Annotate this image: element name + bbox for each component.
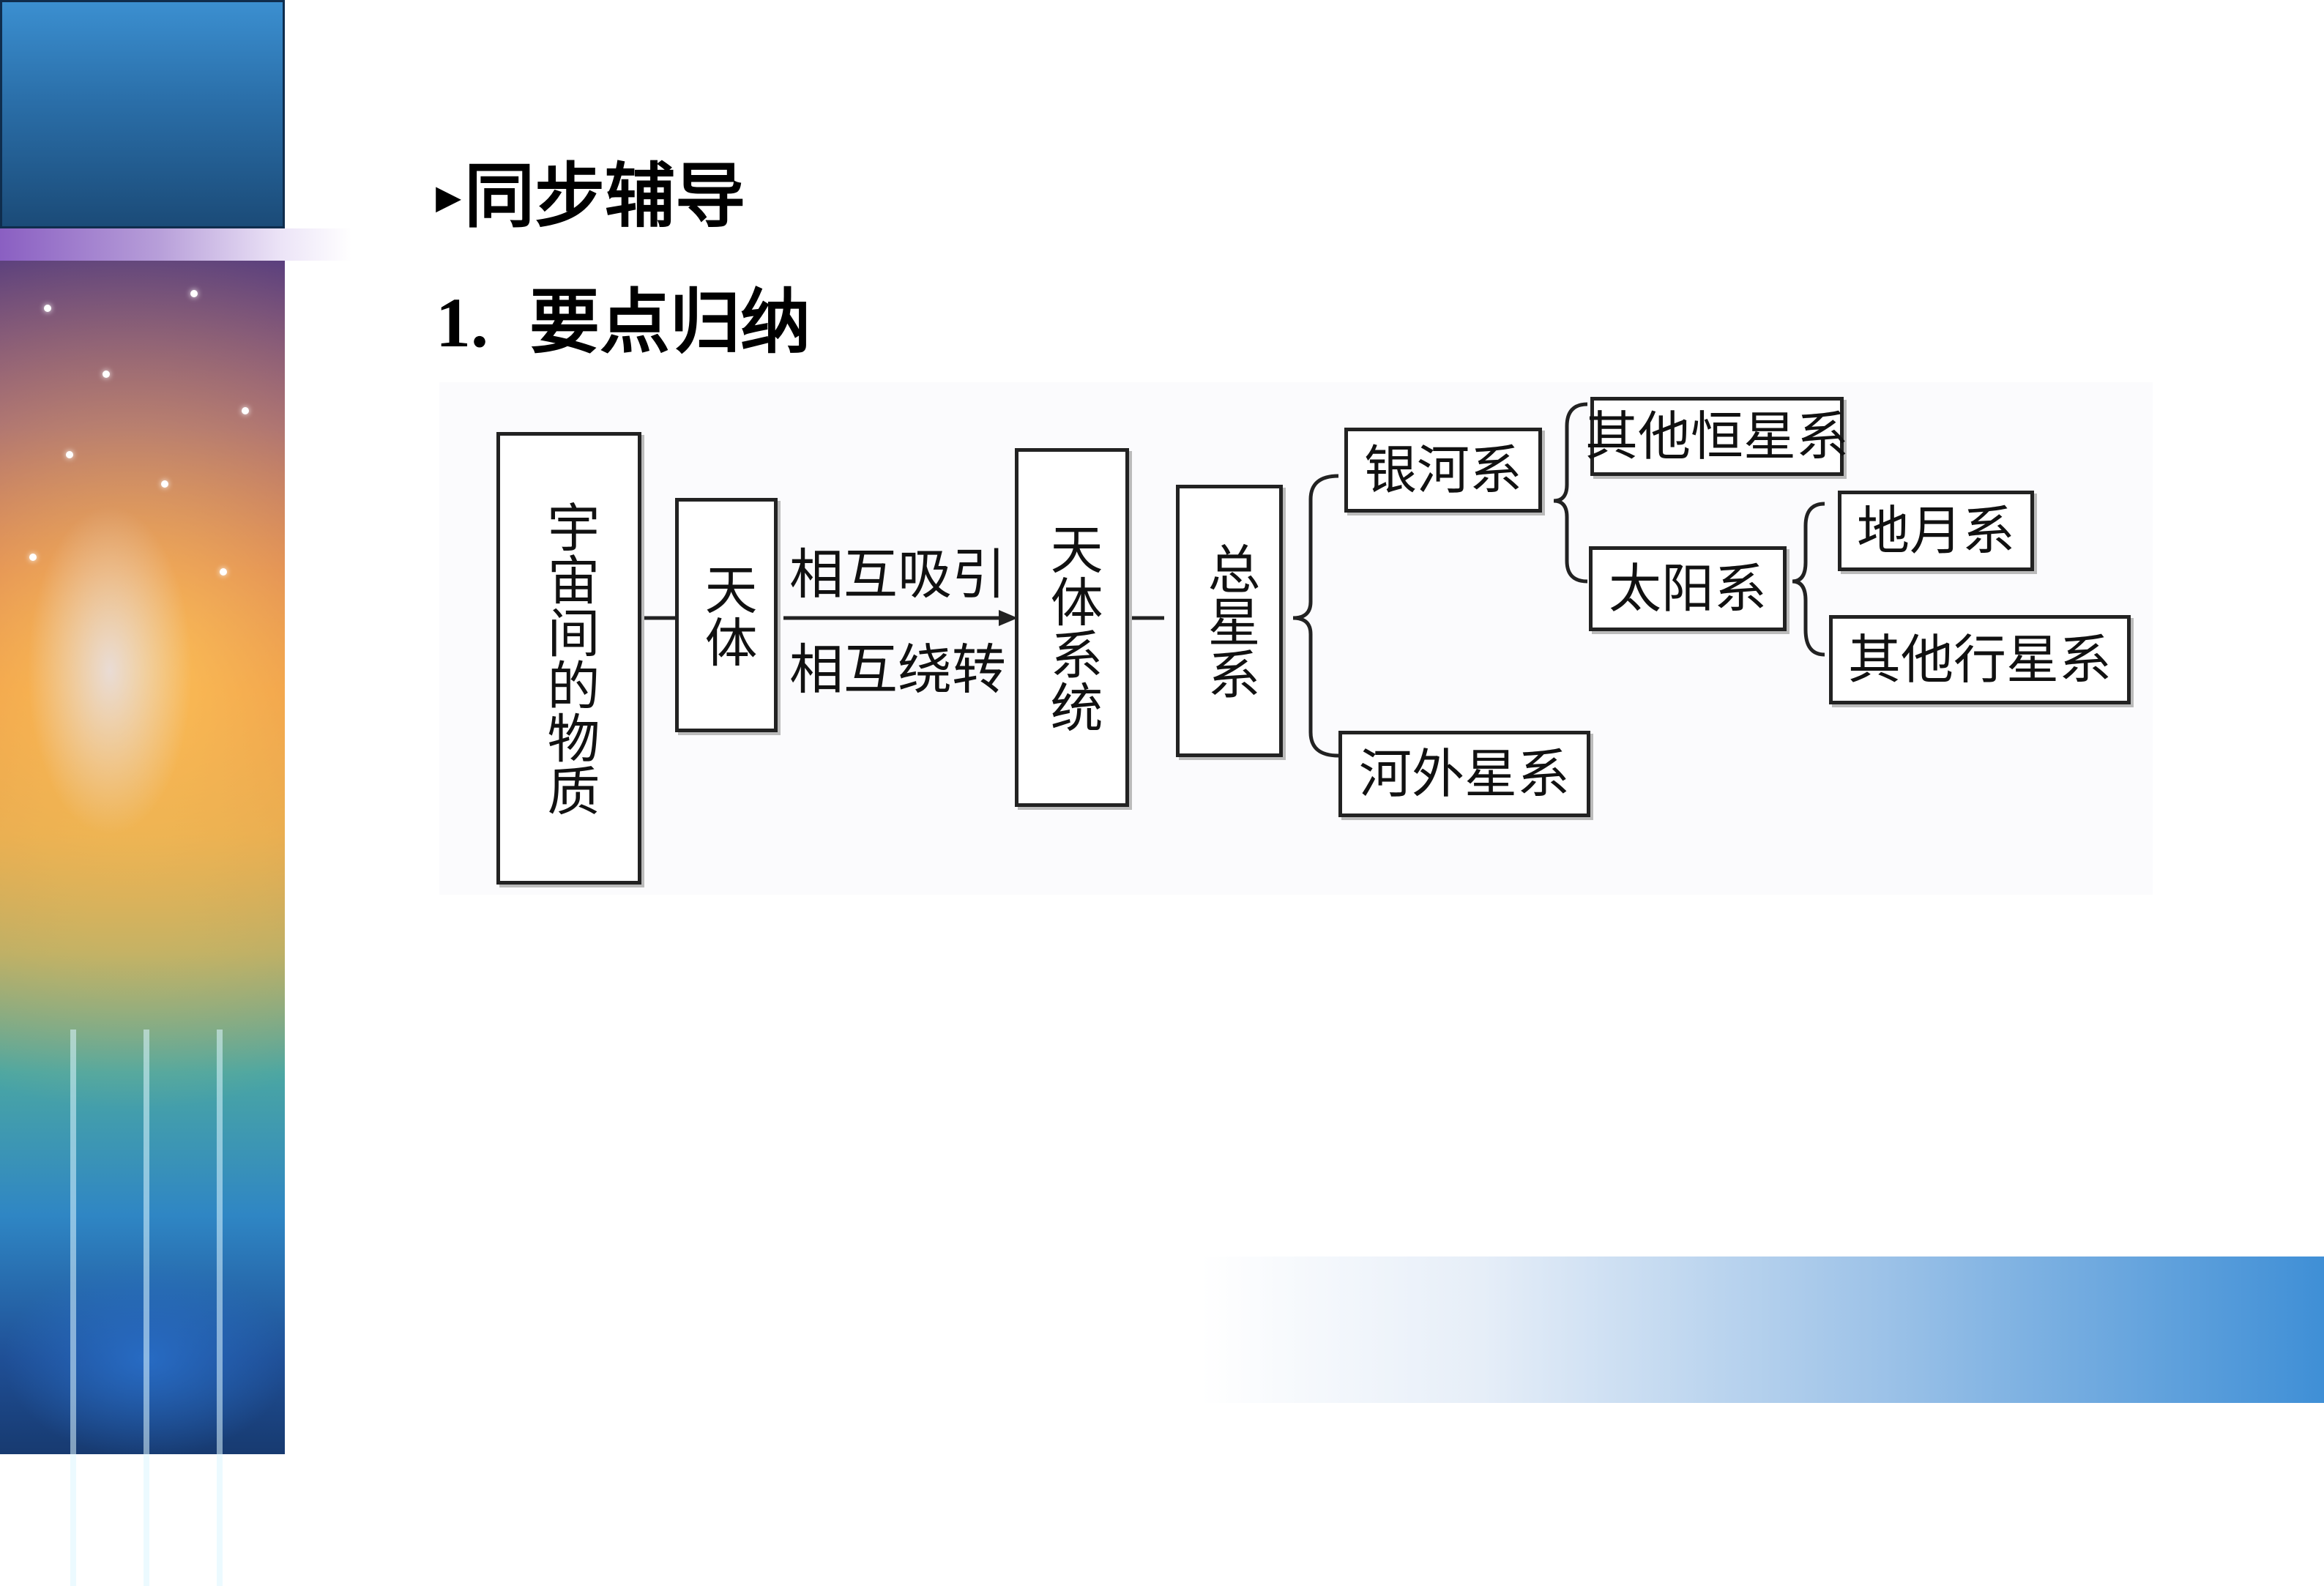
heading-title: 同步辅导 bbox=[464, 155, 746, 237]
header-color-block bbox=[0, 0, 285, 228]
relation-orbit-label: 相互绕转 bbox=[789, 639, 1006, 701]
milky-way-box: 银河系 bbox=[1344, 428, 1542, 513]
earth-moon-box: 地月系 bbox=[1838, 491, 2034, 571]
diagram-connectors bbox=[638, 402, 1825, 758]
cosmic-hierarchy-diagram: 宇宙间的物质 天体 相互吸引 相互绕转 天体系统 总星系 银河系 其他恒星系 太… bbox=[439, 382, 2153, 895]
subsection-heading: 1. 要点归纳 bbox=[436, 265, 811, 367]
other-planet-systems-box: 其他行星系 bbox=[1829, 615, 2131, 704]
solar-system-box: 太阳系 bbox=[1589, 546, 1787, 631]
section-heading: ▸同步辅导 bbox=[436, 139, 745, 241]
other-star-systems-box: 其他恒星系 bbox=[1585, 397, 1849, 476]
subsection-title: 要点归纳 bbox=[529, 281, 811, 363]
triangle-bullet-icon: ▸ bbox=[436, 165, 462, 226]
space-decor-image bbox=[0, 261, 285, 1586]
relation-attract-label: 相互吸引 bbox=[789, 543, 1006, 606]
celestial-body-box: 天体 bbox=[675, 498, 778, 732]
extragalactic-box: 河外星系 bbox=[1338, 731, 1590, 817]
bottom-gradient-band bbox=[1201, 1256, 2324, 1403]
accent-strip bbox=[0, 228, 351, 261]
matter-box: 宇宙间的物质 bbox=[496, 432, 641, 885]
subsection-number: 1. bbox=[436, 283, 488, 362]
total-galaxy-box: 总星系 bbox=[1176, 485, 1283, 757]
celestial-system-box: 天体系统 bbox=[1015, 448, 1129, 807]
